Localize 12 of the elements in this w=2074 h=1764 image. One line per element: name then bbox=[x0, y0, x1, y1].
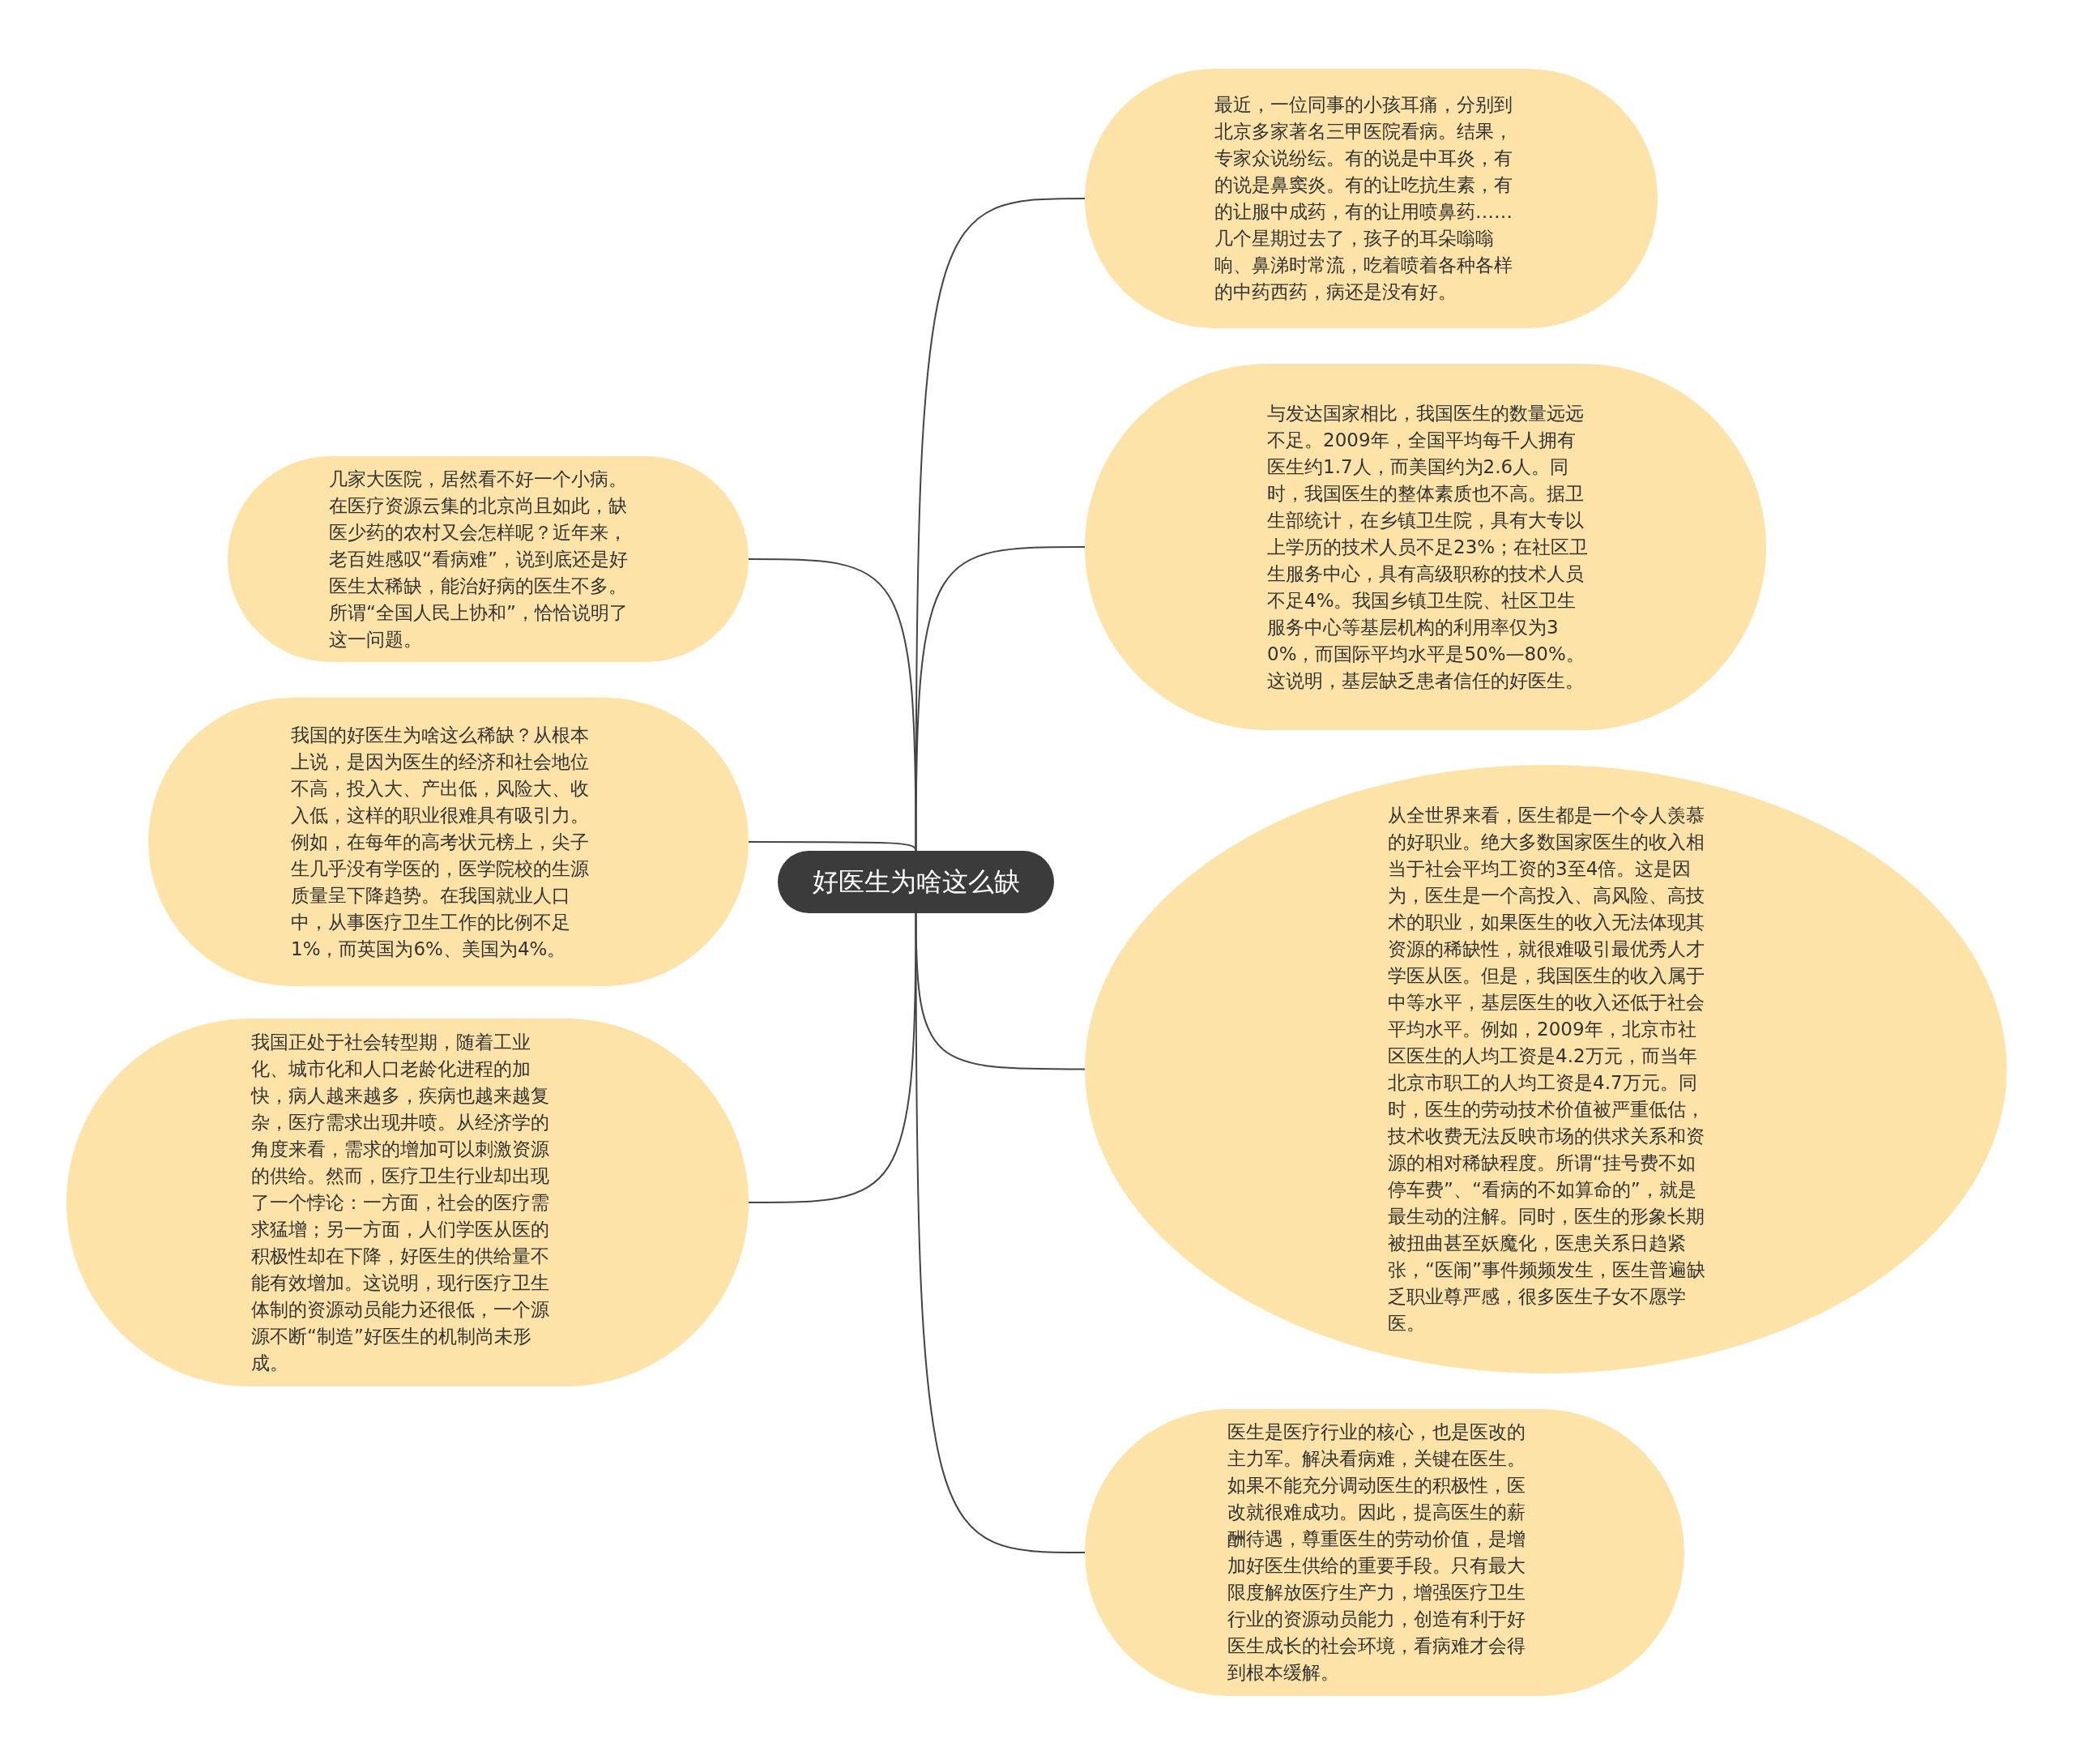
topic-text: 我国的好医生为啥这么稀缺？从根本上说，是因为医生的经济和社会地位不高，投入大、产出低，风险大、收入低，这样的职业很难具有吸引力。例如，在每年的高考状元榜上，尖子生几乎没有学医的，医学院校的生源质量呈下降趋势。在我国就业人口中，从事医疗卫生工作的比例不足1%，而英国为6%、美国为4%。 bbox=[291, 724, 590, 961]
connector-line bbox=[748, 912, 917, 1203]
connector-line bbox=[748, 841, 917, 852]
topic-text: 最近，一位同事的小孩耳痛，分别到北京多家著名三甲医院看病。结果，专家众说纷纭。有的说是中耳炎，有的说是鼻窦炎。有的让吃抗生素，有的让服中成药，有的让用喷鼻药……几个星期过去了，孩子的耳朵嗡嗡响、鼻涕时常流，吃着喷着各种各样的中药西药，病还是没有好。 bbox=[1214, 93, 1513, 304]
connector-line bbox=[915, 198, 1086, 852]
topic-text: 医生是医疗行业的核心，也是医改的主力军。解决看病难，关键在医生。如果不能充分调动医生的积极性，医改就很难成功。因此，提高医生的薪酬待遇，尊重医生的劳动价值，是增加好医生供给的重要手段。只有最大限度解放医疗生产力，增强医疗卫生行业的资源动员能力，创造有利于好医生成长的社会环境，看病难才会得到根本缓解。 bbox=[1227, 1420, 1526, 1685]
topic-text: 与发达国家相比，我国医生的数量远远不足。2009年，全国平均每千人拥有医生约1.7人，而美国约为2.6人。同时，我国医生的整体素质也不高。据卫生部统计，在乡镇卫生院，具有大专以上学历的技术人员不足23%；在社区卫生服务中心，具有高级职称的技术人员不足4%。我国乡镇卫生院、社区卫生服务中心等基层机构的利用率仅为30%，而国际平均水平是50%—80%。这说明，基层缺乏患者信任的好医生。 bbox=[1267, 402, 1590, 693]
topic-text: 几家大医院，居然看不好一个小病。在医疗资源云集的北京尚且如此，缺医少药的农村又会怎样呢？近年来，老百姓感叹“看病难”，说到底还是好医生太稀缺，能治好病的医生不多。所谓“全国人民上协和”，恰恰说明了这一问题。 bbox=[329, 468, 629, 651]
topic-text: 从全世界来看，医生都是一个令人羡慕的好职业。绝大多数国家医生的收入相当于社会平均工资的3至4倍。这是因为，医生是一个高投入、高风险、高技术的职业，如果医生的收入无法体现其资源的稀缺性，就很难吸引最优秀人才学医从医。但是，我国医生的收入属于中等水平，基层医生的收入还低于社会平均水平。例如，2009年，北京市社区医生的人均工资是4.2万元，而当年北京市职工的人均工资是4.7万元。同时，医生的劳动技术价值被严重低估，技术收费无法反映市场的供求关系和资源的相对稀缺程度。所谓“挂号费不如停车费”、“看病的不如算命的”，就是最生动的注解。同时，医生的形象长期被扭曲甚至妖魔化，医患关系日趋紧张，“医闹”事件频频发生，医生普遍缺乏职业尊严感，很多医生子女不愿学医。 bbox=[1388, 804, 1706, 1335]
topic-text: 我国正处于社会转型期，随着工业化、城市化和人口老龄化进程的加快，病人越来越多，疾病也越来越复杂，医疗需求出现井喷。从经济学的角度来看，需求的增加可以刺激资源的供给。然而，医疗卫生行业却出现了一个悖论：一方面，社会的医疗需求猛增；另一方面，人们学医从医的积极性却在下降，好医生的供给量不能有效增加。这说明，现行医疗卫生体制的资源动员能力还很低，一个源源不断“制造”好医生的机制尚未形成。 bbox=[251, 1031, 550, 1375]
connector-line bbox=[915, 912, 1086, 1553]
topic-title: 好医生为啥这么缺 bbox=[812, 865, 1020, 899]
